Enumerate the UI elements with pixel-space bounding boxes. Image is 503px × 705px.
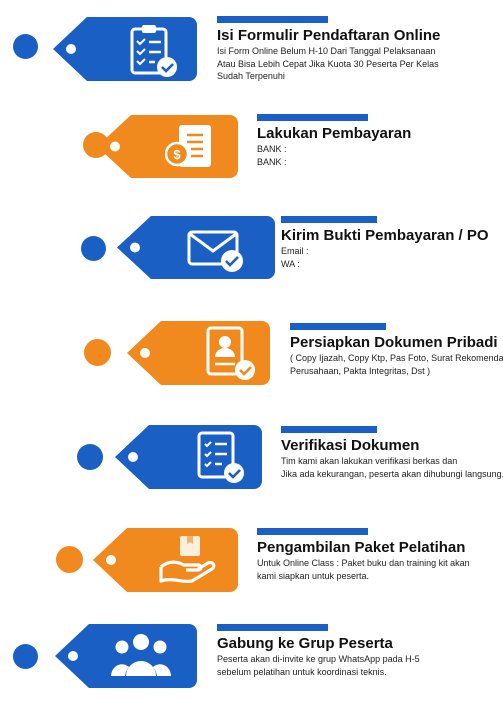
step-7-description: Peserta akan di-invite ke grup WhatsApp … <box>217 653 420 678</box>
step-4-title-bar <box>290 323 386 330</box>
step-5-line-1: Tim kami akan lakukan verifikasi berkas … <box>281 456 458 466</box>
step-5-line-2: Jika ada kekurangan, peserta akan dihubu… <box>281 468 503 479</box>
step-7-dot <box>13 644 38 669</box>
step-7-title: Gabung ke Grup Peserta <box>217 635 393 652</box>
step-1-title: Isi Formulir Pendaftaran Online <box>217 27 441 44</box>
hand-box-icon <box>158 533 218 590</box>
step-3-title: Kirim Bukti Pembayaran / PO <box>281 227 489 244</box>
envelope-check-icon <box>187 228 247 281</box>
step-1-line-2: Atau Bisa Lebih Cepat Jika Kuota 30 Pese… <box>217 58 439 69</box>
profile-document-icon <box>205 326 257 385</box>
step-6-title-bar <box>257 528 368 535</box>
step-1-line-3: Sudah Terpenuhi <box>217 71 285 81</box>
step-7-title-bar <box>217 624 328 631</box>
step-4-line-2: Perusahaan, Pakta Integritas, Dst ) <box>290 365 431 376</box>
step-4-dot <box>84 339 111 366</box>
step-6-description: Untuk Online Class : Paket buku dan trai… <box>257 557 470 582</box>
step-6-line-1: Untuk Online Class : Paket buku dan trai… <box>257 558 470 568</box>
step-1-description: Isi Form Online Belum H-10 Dari Tanggal … <box>217 45 439 83</box>
step-2-title-bar <box>257 114 368 121</box>
step-6-line-2: kami siapkan untuk peserta. <box>257 570 370 581</box>
user-group-icon <box>110 632 172 685</box>
step-6-title: Pengambilan Paket Pelatihan <box>257 539 466 556</box>
step-3-dot <box>81 236 106 261</box>
step-5-dot <box>77 444 103 470</box>
step-2-description: BANK : BANK : <box>257 143 287 168</box>
step-6-dot <box>56 546 83 573</box>
step-7-line-2: sebelum pelatihan untuk koordinasi tekni… <box>217 666 387 677</box>
step-5-title: Verifikasi Dokumen <box>281 437 420 454</box>
step-1-line-1: Isi Form Online Belum H-10 Dari Tanggal … <box>217 46 436 56</box>
step-1-dot <box>13 34 38 59</box>
svg-text:$: $ <box>173 147 181 162</box>
step-2-line-1: BANK : <box>257 144 287 154</box>
clipboard-check-icon <box>127 24 179 83</box>
step-2-title: Lakukan Pembayaran <box>257 125 412 142</box>
step-5-description: Tim kami akan lakukan verifikasi berkas … <box>281 455 503 480</box>
step-4-tag <box>127 321 270 385</box>
step-4-description: ( Copy Ijazah, Copy Ktp, Pas Foto, Surat… <box>290 352 503 377</box>
step-1-title-bar <box>217 16 328 23</box>
step-3-description: Email : WA : <box>281 245 309 270</box>
step-3-title-bar <box>281 216 377 223</box>
step-3-line-1: Email : <box>281 246 309 256</box>
step-5-title-bar <box>281 426 377 433</box>
step-4-line-1: ( Copy Ijazah, Copy Ktp, Pas Foto, Surat… <box>290 353 503 363</box>
invoice-dollar-icon: $ <box>164 122 217 177</box>
step-2-line-2: BANK : <box>257 156 287 167</box>
step-3-line-2: WA : <box>281 258 300 269</box>
step-7-line-1: Peserta akan di-invite ke grup WhatsApp … <box>217 654 420 664</box>
checklist-document-icon <box>196 431 248 490</box>
step-4-title: Persiapkan Dokumen Pribadi <box>290 334 498 351</box>
